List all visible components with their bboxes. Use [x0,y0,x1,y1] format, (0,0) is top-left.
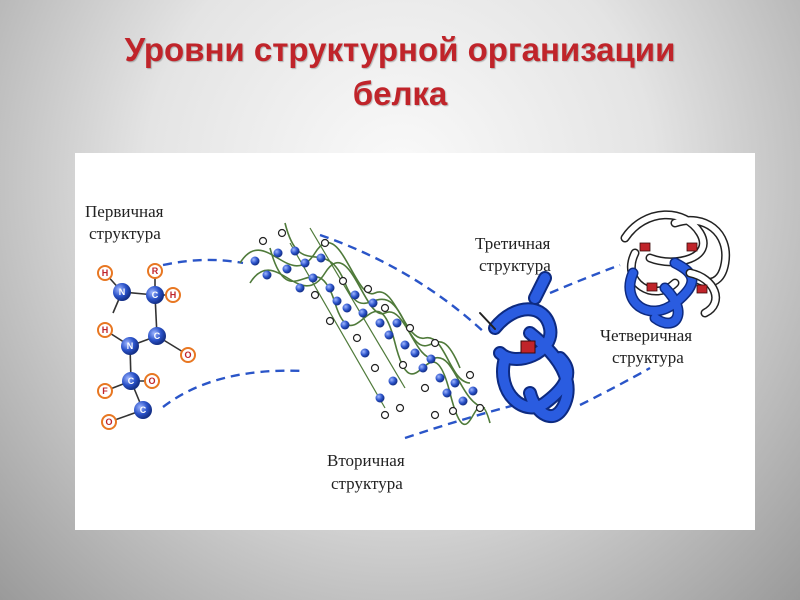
tertiary-label-line-2: структура [479,256,551,275]
tertiary-structure: Третичная структура [475,234,575,423]
svg-text:O: O [105,417,112,427]
svg-text:C: C [140,405,147,415]
atom-h-3: H [97,322,113,338]
tertiary-label-line-1: Третичная [475,234,551,253]
connector-tertiary-quaternary-top [549,263,621,295]
svg-text:C: C [128,376,135,386]
quaternary-heme-groups [639,242,708,294]
quaternary-label-line-2: структура [612,348,684,367]
quaternary-blue-subunits [624,257,721,329]
quaternary-structure: Четверичная структура [600,210,731,367]
atom-o-2: O [144,373,160,389]
atom-r: R [147,263,163,279]
svg-text:O: O [148,376,155,386]
connector-secondary-tertiary-bottom [404,403,516,440]
atom-c-1: C [146,286,164,304]
atom-o-3: O [101,414,117,430]
connector-primary-secondary-top [162,258,244,267]
atom-f: F [97,383,113,399]
svg-text:N: N [127,341,134,351]
connector-tertiary-quaternary-bottom [579,366,651,407]
helix-atoms [250,246,478,406]
primary-atoms-blue: N C C N C [113,283,166,419]
atom-c-3: C [122,372,140,390]
secondary-label-line-1: Вторичная [327,451,405,470]
svg-text:O: O [184,350,191,360]
svg-text:C: C [154,331,161,341]
atom-n-2: N [121,337,139,355]
atom-o-1: O [180,347,196,363]
tertiary-fold [479,271,575,423]
title-line-1: Уровни структурной организации [124,31,676,68]
title-line-2: белка [352,75,448,112]
svg-text:H: H [102,268,109,278]
svg-text:C: C [152,290,159,300]
svg-text:H: H [170,290,177,300]
connector-lines [162,233,651,440]
atom-c-2: C [148,327,166,345]
svg-text:F: F [102,386,108,396]
slide-title: Уровни структурной организации белка [0,28,800,116]
secondary-structure: Вторичная структура [239,222,491,493]
helix-hydrogen-atoms [258,228,485,420]
atom-c-4: C [134,401,152,419]
protein-structure-diagram: Первичная структура [85,202,731,493]
secondary-label-line-2: структура [331,474,403,493]
atom-h-1: H [97,265,113,281]
primary-atoms-orange: H R H H O [97,263,196,430]
connector-secondary-tertiary-top [319,233,486,334]
quaternary-label-line-1: Четверичная [600,326,692,345]
diagram-panel: Первичная структура [75,153,755,530]
svg-text:N: N [119,287,126,297]
primary-structure: Первичная структура [85,202,196,430]
connector-primary-secondary-bottom [162,369,306,408]
svg-text:R: R [152,266,159,276]
primary-label-line-1: Первичная [85,202,164,221]
primary-label-line-2: структура [89,224,161,243]
atom-n-1: N [113,283,131,301]
atom-h-2: H [165,287,181,303]
svg-text:H: H [102,325,109,335]
